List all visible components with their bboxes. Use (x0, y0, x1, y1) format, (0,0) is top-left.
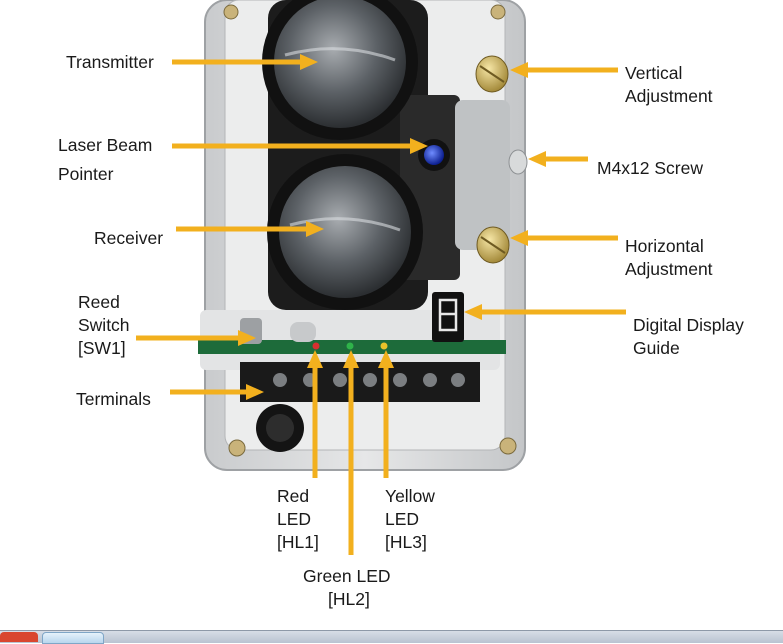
label-guide: Guide (633, 338, 680, 358)
transmitter-lens (262, 0, 418, 140)
label-green-led: Green LED (303, 566, 391, 586)
pcb-board (198, 310, 506, 370)
arrow-terminals (170, 384, 264, 400)
label-red: Red (277, 486, 310, 506)
arrow-receiver (176, 221, 324, 237)
arrow-horizontal (510, 230, 618, 246)
label-pointer: Pointer (58, 164, 114, 184)
label-hl2: [HL2] (328, 589, 370, 609)
terminal-block (240, 362, 480, 452)
taskbar-app-button-1[interactable] (0, 632, 38, 642)
label-horizontal: Horizontal (625, 236, 704, 256)
label-yellow: Yellow (385, 486, 435, 506)
label-vertical: Vertical (625, 63, 683, 83)
arrow-digital (464, 304, 626, 320)
arrow-reed (136, 330, 256, 346)
taskbar (0, 630, 783, 643)
adjustment-screw-icon (475, 55, 528, 264)
callout-arrows (136, 54, 626, 555)
receiver-lens (267, 154, 423, 310)
arrow-yellow-led (378, 350, 394, 478)
label-digital-display: Digital Display (633, 315, 744, 335)
label-terminals: Terminals (76, 389, 151, 409)
label-screw: M4x12 Screw (597, 158, 704, 178)
arrow-laser (172, 138, 428, 154)
label-laser-beam: Laser Beam (58, 135, 153, 155)
label-sw1: [SW1] (78, 338, 126, 358)
arrow-screw (528, 151, 588, 167)
label-transmitter: Transmitter (66, 52, 154, 72)
label-receiver: Receiver (94, 228, 164, 248)
label-yellow-led: LED (385, 509, 420, 529)
digital-display-icon (432, 292, 464, 342)
arrow-red-led (307, 350, 323, 478)
label-reed: Reed (78, 292, 120, 312)
label-red-led: LED (277, 509, 312, 529)
laser-pointer-icon (418, 139, 450, 171)
label-hl3: [HL3] (385, 532, 427, 552)
label-vertical-adjustment: Adjustment (625, 86, 713, 106)
label-switch: Switch (78, 315, 130, 335)
arrow-vertical (510, 62, 618, 78)
arrow-green-led (343, 350, 359, 555)
label-hl1: [HL1] (277, 532, 319, 552)
label-horizontal-adjustment: Adjustment (625, 259, 713, 279)
arrow-transmitter (172, 54, 318, 70)
taskbar-app-button-2[interactable] (42, 632, 104, 644)
